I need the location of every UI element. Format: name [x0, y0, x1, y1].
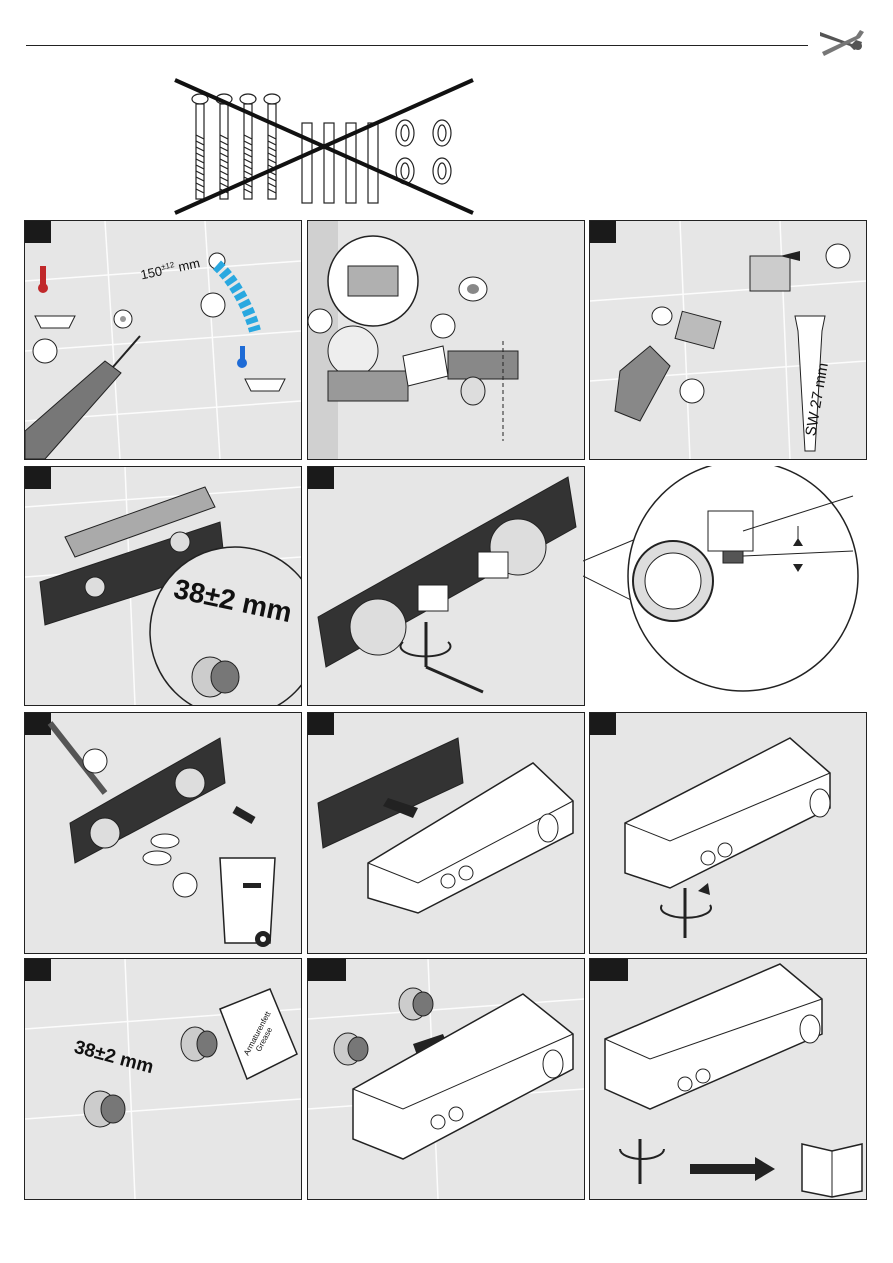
crossed-out-screws-dowels-icon	[170, 75, 480, 220]
step-panel-2	[307, 220, 585, 460]
step-panel-7	[307, 712, 585, 954]
step-panel-5	[307, 466, 585, 706]
step-panel-8	[589, 712, 867, 954]
step-panel-6	[24, 712, 302, 954]
detail-magnifier	[583, 466, 873, 704]
step-panel-11	[589, 958, 867, 1200]
step-panel-1: 150±12 mm	[24, 220, 302, 460]
step-panel-10	[307, 958, 585, 1200]
step-panel-9: 38±2 mm Armaturenfett Grease	[24, 958, 302, 1200]
wrench-screwdriver-icon	[816, 22, 866, 64]
dimension-tolerance: ±12	[160, 260, 175, 272]
step-panel-3: SW 27 mm	[589, 220, 867, 460]
step-panel-4: 38±2 mm	[24, 466, 302, 706]
header-rule	[26, 45, 808, 46]
